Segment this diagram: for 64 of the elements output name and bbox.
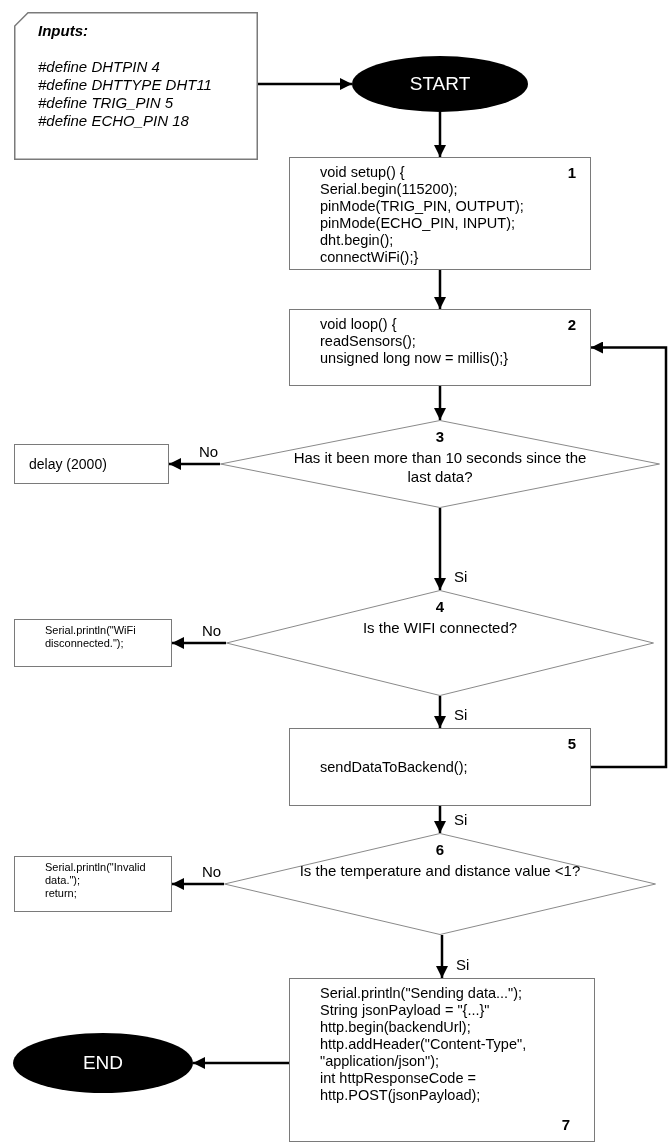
arrow [434,386,446,420]
step-number: 6 [435,841,445,859]
arrow [258,78,352,90]
process-box [14,444,169,484]
arrow [436,935,448,978]
arrow [434,270,446,309]
decision-question: Is the WIFI connected? [362,618,518,637]
edge-label: Si [454,956,472,973]
arrow [434,696,446,728]
code-line: connectWiFi();} [320,249,420,266]
code-line: Serial.println("Invalid data."); [45,861,147,887]
arrow [172,637,226,649]
note-box [14,12,258,160]
arrow [434,806,446,833]
process-box [14,619,172,667]
code-line: http.begin(backendUrl); [320,1019,472,1036]
decision-question: Is the temperature and distance value <1? [299,861,581,880]
arrow [169,458,220,470]
code-line: pinMode(TRIG_PIN, OUTPUT); [320,198,525,215]
edge-label: Si [452,568,470,585]
decision-diamond [226,590,654,696]
step-number: 2 [567,316,576,334]
process-box [289,728,591,806]
process-box [289,157,591,270]
arrow [172,878,224,890]
arrow [434,508,446,590]
edge-label: Si [452,811,470,828]
terminal-label: START [409,73,471,95]
code-line: sendDataToBackend(); [320,759,469,776]
edge-label: Si [452,706,470,723]
code-line: void loop() { [320,316,398,333]
process-box [289,309,591,386]
step-number: 5 [567,735,576,753]
process-box [14,856,172,912]
step-number: 3 [435,428,445,446]
code-line: #define DHTPIN 4 [38,58,161,76]
decision-question: Has it been more than 10 seconds since the last data? [292,448,588,486]
code-line: unsigned long now = millis();} [320,350,510,367]
code-line: dht.begin(); [320,232,395,249]
code-line: readSensors(); [320,333,417,350]
code-line: http.addHeader("Content-Type", "application/json"); [320,1036,528,1070]
arrow [193,1057,289,1069]
step-number: 4 [435,598,445,616]
code-line: Serial.println("WiFi disconnected."); [45,624,137,650]
code-line: Serial.begin(115200); [320,181,459,198]
step-number: 7 [561,1116,570,1134]
note-title: Inputs: [38,22,89,40]
process-box [289,978,595,1142]
code-line: pinMode(ECHO_PIN, INPUT); [320,215,516,232]
code-line: delay (2000) [29,456,108,472]
code-line: Serial.println("Sending data..."); [320,985,524,1002]
code-line: #define DHTTYPE DHT11 [38,76,213,94]
arrow [434,112,446,157]
arrow [591,341,668,769]
code-line: String jsonPayload = "{...}" [320,1002,491,1019]
code-line: #define TRIG_PIN 5 [38,94,175,112]
decision-diamond [220,420,660,508]
decision-diamond [224,833,656,935]
code-line: return; [45,887,78,900]
terminal-label: END [82,1052,124,1074]
step-number: 1 [567,164,576,182]
code-line: #define ECHO_PIN 18 [38,112,190,130]
code-line: int httpResponseCode = http.POST(jsonPayload); [320,1070,482,1104]
code-line: void setup() { [320,164,406,181]
